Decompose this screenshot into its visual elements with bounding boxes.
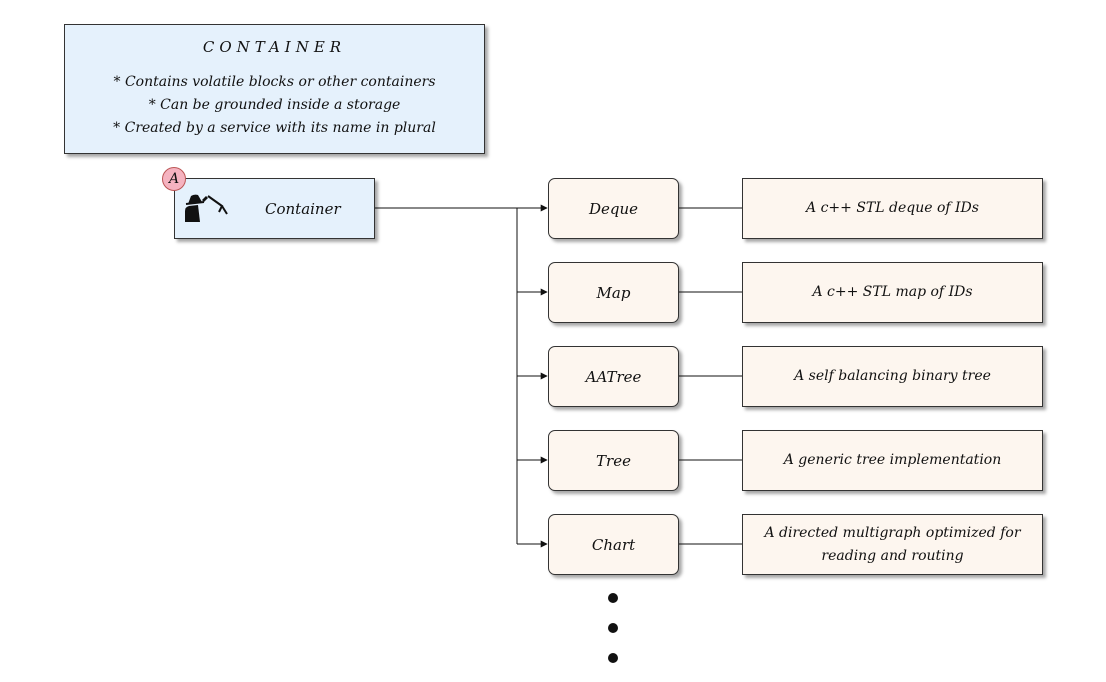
node-label: Deque [588, 199, 639, 218]
node-label: AATree [585, 367, 642, 386]
description-text: A self balancing binary tree [794, 368, 991, 384]
description-tree: A generic tree implementation [742, 430, 1043, 491]
abstract-badge: A [162, 167, 186, 191]
node-map[interactable]: Map [548, 262, 679, 323]
note-line: * Can be grounded inside a storage [148, 97, 401, 113]
description-chart: A directed multigraph optimized for read… [742, 514, 1043, 575]
description-map: A c++ STL map of IDs [742, 262, 1043, 323]
node-deque[interactable]: Deque [548, 178, 679, 239]
description-aatree: A self balancing binary tree [742, 346, 1043, 407]
container-node-label: Container [265, 200, 341, 218]
node-aatree[interactable]: AATree [548, 346, 679, 407]
description-text: A c++ STL map of IDs [812, 284, 973, 300]
ellipsis-dot [608, 653, 618, 663]
description-text: A c++ STL deque of IDs [806, 200, 979, 216]
node-tree[interactable]: Tree [548, 430, 679, 491]
container-note: CONTAINER * Contains volatile blocks or … [64, 24, 485, 154]
note-line: * Contains volatile blocks or other cont… [113, 74, 436, 90]
node-label: Chart [591, 535, 636, 554]
note-title: CONTAINER [202, 38, 347, 56]
spy-icon [185, 194, 228, 222]
ellipsis-dot [608, 593, 618, 603]
description-text: A generic tree implementation [783, 452, 1002, 468]
node-chart[interactable]: Chart [548, 514, 679, 575]
container-node[interactable]: Container [174, 178, 375, 239]
note-line: * Created by a service with its name in … [113, 120, 436, 136]
ellipsis-dot [608, 623, 618, 633]
description-deque: A c++ STL deque of IDs [742, 178, 1043, 239]
node-label: Map [596, 283, 631, 302]
description-text: A directed multigraph optimized for read… [764, 524, 1021, 564]
node-label: Tree [596, 451, 631, 470]
